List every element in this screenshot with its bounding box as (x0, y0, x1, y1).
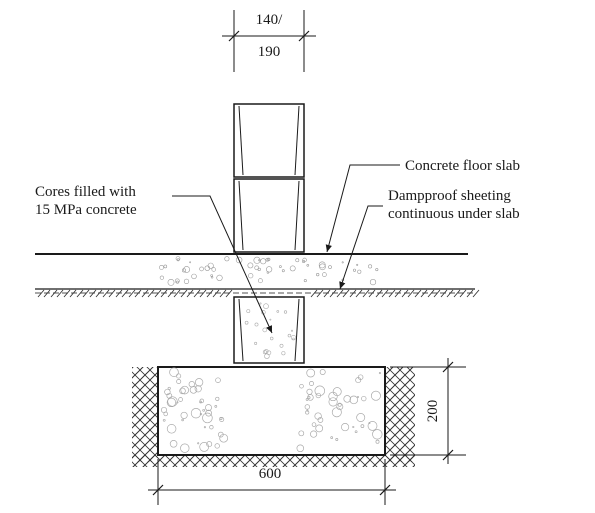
wall-width-dim-line1: 140/ (256, 12, 284, 28)
cores-label-line1: Cores filled with (35, 184, 136, 200)
footing-height-dimension: 200 (390, 358, 466, 464)
concrete-footing (157, 366, 386, 456)
floor-slab (35, 253, 468, 286)
floor-slab-label: Concrete floor slab (405, 158, 520, 174)
masonry-block-upper (233, 103, 305, 178)
footing-width-dim-label: 600 (259, 466, 282, 482)
dampproof-label-line1: Dampproof sheeting (388, 188, 511, 204)
leader-cores-filled: Cores filled with 15 MPa concrete (35, 184, 273, 334)
cores-label-line2: 15 MPa concrete (35, 202, 137, 218)
masonry-block-filled (233, 296, 305, 364)
masonry-block-middle (233, 178, 305, 253)
leader-floor-slab: Concrete floor slab (325, 158, 520, 253)
wall-width-dim-line2: 190 (258, 44, 281, 60)
footing-height-dim-label: 200 (425, 400, 441, 423)
ground-line (35, 288, 480, 298)
footing-width-dimension: 600 (148, 459, 396, 505)
dampproof-label-line2: continuous under slab (388, 206, 520, 222)
leader-dampproof: Dampproof sheeting continuous under slab (339, 188, 520, 290)
earth-hatch (132, 367, 415, 467)
wall-width-dimension: 140/ 190 (222, 10, 316, 72)
